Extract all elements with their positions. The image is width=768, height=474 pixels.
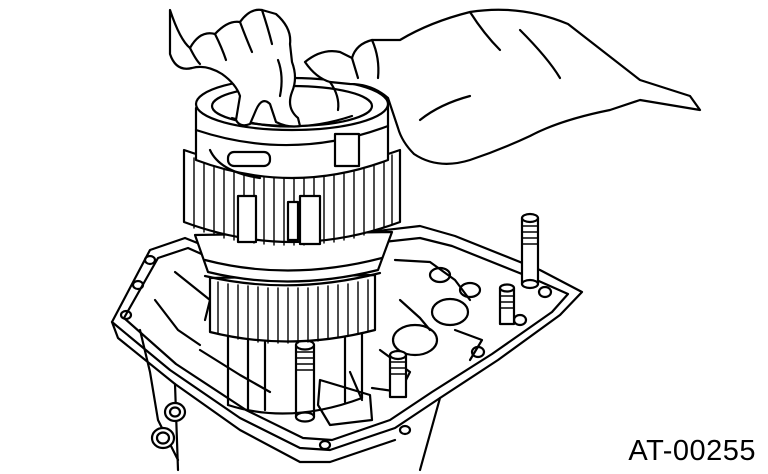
locating-pin-center [388,349,408,399]
locating-pin-front [294,339,316,423]
locating-pin-mid [498,283,516,326]
valve-body-passages [153,258,484,427]
locating-pin-right [520,212,540,290]
lower-gear [203,271,382,344]
figure-code-label: AT-00255 [628,435,756,467]
technician-hands [168,8,702,165]
case-bolt-holes [119,249,553,451]
shaft [226,332,364,415]
